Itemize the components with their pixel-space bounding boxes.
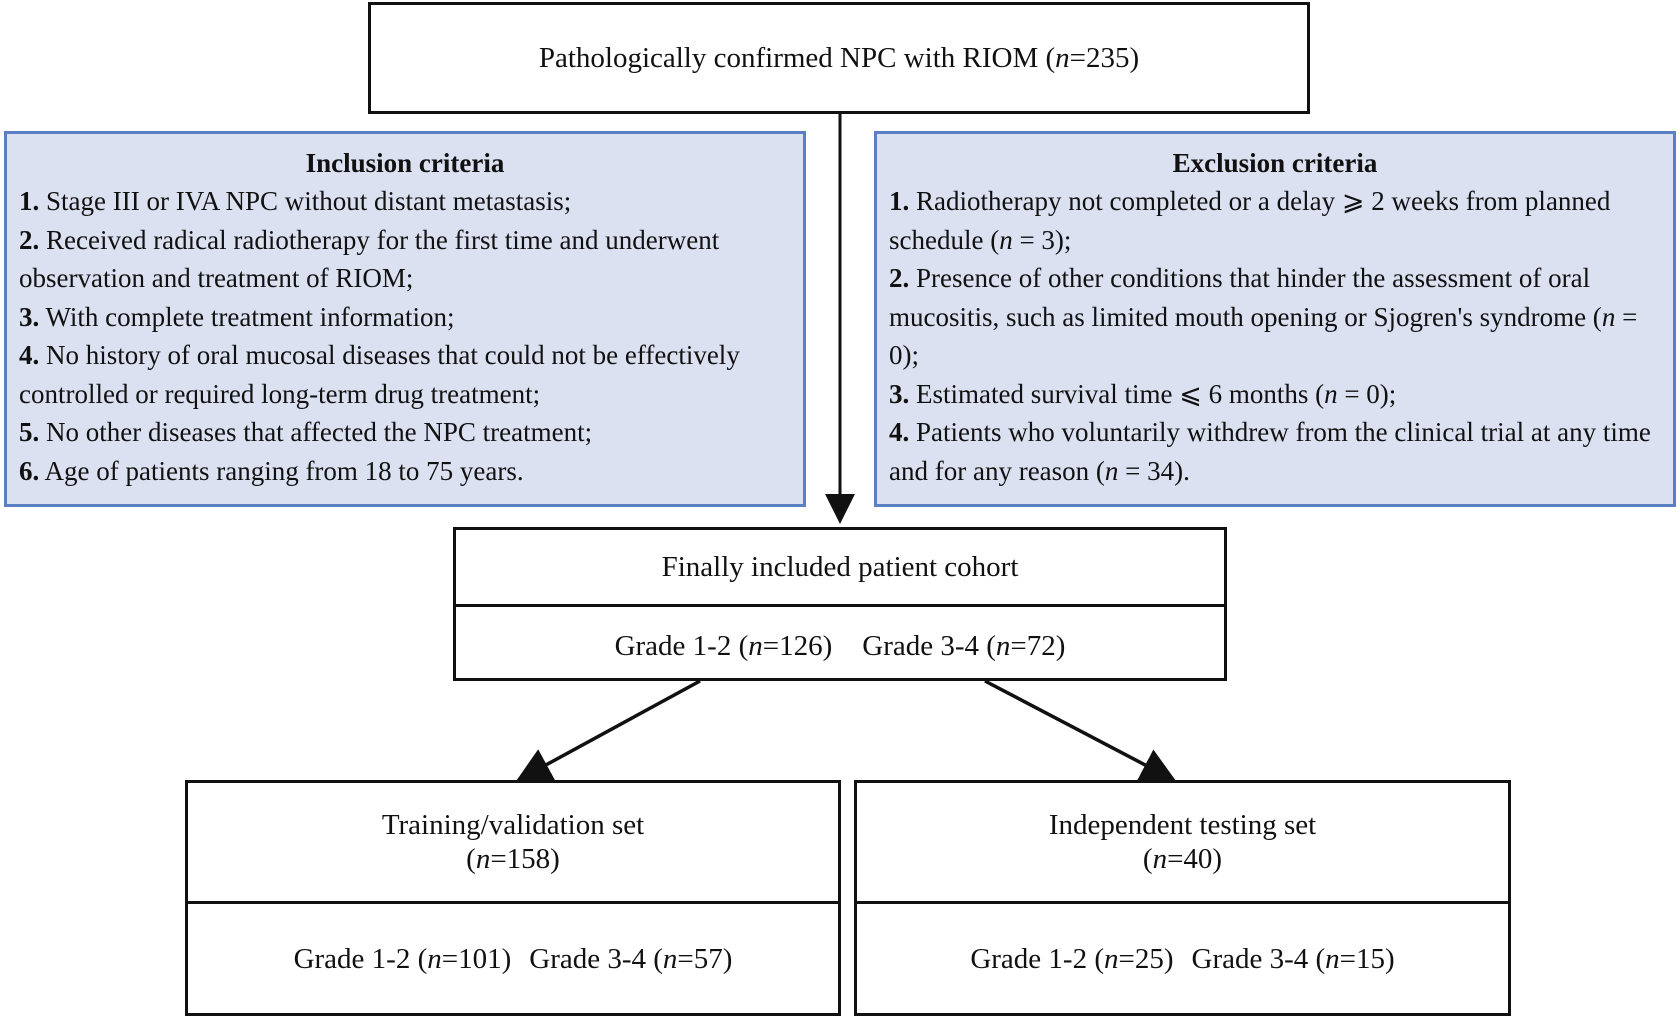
cohort-grade-1-2: Grade 1-2 (n=126): [615, 629, 833, 663]
inclusion-item-4: 4. No history of oral mucosal diseases t…: [19, 336, 791, 413]
training-grade-3-4: Grade 3-4 (n=57): [529, 942, 732, 976]
inclusion-text-3: With complete treatment information;: [39, 301, 455, 332]
exclusion-n-1: n: [999, 224, 1013, 255]
testing-g34-prefix: Grade 3-4 (: [1191, 942, 1326, 975]
inclusion-item-2: 2. Received radical radiotherapy for the…: [19, 221, 791, 298]
training-g34-n: n: [662, 942, 678, 975]
testing-g12-n: n: [1103, 942, 1119, 975]
cohort-g34-n: n: [995, 629, 1011, 662]
testing-grade-3-4: Grade 3-4 (n=15): [1192, 942, 1395, 976]
testing-title-cell: Independent testing set (n=40): [857, 783, 1508, 901]
inclusion-text-2: Received radical radiotherapy for the fi…: [19, 224, 720, 294]
exclusion-text-2: Presence of other conditions that hinder…: [889, 263, 1602, 332]
cohort-g12-suffix: =126): [762, 629, 833, 662]
cohort-g34-suffix: =72): [1010, 629, 1066, 662]
exclusion-item-4: 4. Patients who voluntarily withdrew fro…: [889, 413, 1661, 490]
exclusion-num-4: 4.: [889, 417, 910, 447]
training-g34-suffix: =57): [677, 942, 733, 975]
exclusion-n-3: n: [1324, 378, 1338, 409]
testing-g34-suffix: =15): [1339, 942, 1395, 975]
exclusion-text-3: Estimated survival time ⩽ 6 months (: [909, 378, 1325, 409]
cohort-grade-3-4: Grade 3-4 (n=72): [862, 629, 1065, 663]
training-count-n: n: [475, 843, 491, 875]
training-count-prefix: (: [466, 843, 476, 875]
training-title-cell: Training/validation set (n=158): [188, 783, 838, 901]
testing-grade-1-2: Grade 1-2 (n=25): [970, 942, 1173, 976]
training-g12-prefix: Grade 1-2 (: [293, 942, 428, 975]
exclusion-text-1: Radiotherapy not completed or a delay ⩾ …: [889, 186, 1611, 255]
inclusion-num-6: 6.: [19, 455, 40, 486]
inclusion-criteria-box: Inclusion criteria 1. Stage III or IVA N…: [4, 131, 806, 507]
inclusion-num-2: 2.: [19, 224, 40, 255]
inclusion-text-4: No history of oral mucosal diseases that…: [19, 340, 740, 409]
training-count: (n=158): [466, 842, 560, 876]
inclusion-text-1: Stage III or IVA NPC without distant met…: [39, 186, 572, 216]
training-grades-cell: Grade 1-2 (n=101) Grade 3-4 (n=57): [188, 901, 838, 1013]
exclusion-count-2: = 0);: [889, 301, 1638, 371]
source-population-label: Pathologically confirmed NPC with RIOM (…: [539, 41, 1139, 75]
included-cohort-box: Finally included patient cohort Grade 1-…: [453, 527, 1227, 681]
inclusion-num-3: 3.: [19, 301, 40, 332]
source-suffix: =235): [1069, 42, 1140, 74]
exclusion-criteria-box: Exclusion criteria 1. Radiotherapy not c…: [874, 131, 1676, 507]
inclusion-num-1: 1.: [19, 186, 40, 216]
inclusion-criteria-title: Inclusion criteria: [305, 148, 505, 178]
inclusion-item-1: 1. Stage III or IVA NPC without distant …: [19, 182, 791, 221]
cohort-g12-n: n: [748, 629, 763, 662]
inclusion-item-3: 3. With complete treatment information;: [19, 298, 791, 337]
cohort-g12-prefix: Grade 1-2 (: [614, 629, 749, 662]
exclusion-num-3: 3.: [889, 378, 910, 409]
testing-count-suffix: =40): [1167, 843, 1223, 875]
arrow-cohort-to-training: [515, 679, 701, 782]
exclusion-num-1: 1.: [889, 186, 910, 216]
inclusion-num-5: 5.: [19, 417, 40, 447]
exclusion-item-1: 1. Radiotherapy not completed or a delay…: [889, 182, 1661, 259]
exclusion-criteria-title: Exclusion criteria: [1172, 148, 1378, 178]
source-prefix: Pathologically confirmed NPC with RIOM (: [538, 42, 1056, 74]
training-grade-1-2: Grade 1-2 (n=101): [294, 942, 512, 976]
arrow-cohort-to-testing: [984, 679, 1177, 782]
training-title: Training/validation set: [381, 809, 645, 841]
testing-grades-cell: Grade 1-2 (n=25) Grade 3-4 (n=15): [857, 901, 1508, 1013]
training-count-suffix: =158): [490, 843, 560, 875]
inclusion-text-6: Age of patients ranging from 18 to 75 ye…: [39, 455, 524, 486]
source-n: n: [1055, 42, 1070, 74]
testing-count-n: n: [1152, 843, 1168, 875]
cohort-g34-prefix: Grade 3-4 (: [862, 629, 996, 662]
inclusion-item-6: 6. Age of patients ranging from 18 to 75…: [19, 452, 791, 491]
testing-count: (n=40): [1143, 842, 1222, 876]
inclusion-text-5: No other diseases that affected the NPC …: [39, 417, 593, 447]
exclusion-item-2: 2. Presence of other conditions that hin…: [889, 259, 1661, 375]
exclusion-text-4: Patients who voluntarily withdrew from t…: [889, 417, 1651, 486]
testing-g34-n: n: [1325, 942, 1340, 975]
source-population-box: Pathologically confirmed NPC with RIOM (…: [368, 2, 1310, 114]
exclusion-n-4: n: [1104, 455, 1119, 486]
exclusion-n-2: n: [1601, 301, 1616, 332]
exclusion-count-4: = 34).: [1118, 455, 1190, 486]
exclusion-count-1: = 3);: [1012, 224, 1072, 255]
cohort-title-cell: Finally included patient cohort: [456, 530, 1224, 604]
testing-g12-prefix: Grade 1-2 (: [970, 942, 1104, 975]
exclusion-count-3: = 0);: [1337, 378, 1397, 409]
training-g34-prefix: Grade 3-4 (: [529, 942, 663, 975]
inclusion-item-5: 5. No other diseases that affected the N…: [19, 413, 791, 452]
training-validation-box: Training/validation set (n=158) Grade 1-…: [185, 780, 841, 1016]
inclusion-num-4: 4.: [19, 340, 40, 370]
testing-count-prefix: (: [1142, 843, 1153, 875]
cohort-title: Finally included patient cohort: [661, 551, 1019, 583]
testing-g12-suffix: =25): [1118, 942, 1174, 975]
cohort-grades-cell: Grade 1-2 (n=126) Grade 3-4 (n=72): [456, 604, 1224, 678]
training-g12-n: n: [427, 942, 442, 975]
testing-title: Independent testing set: [1048, 809, 1317, 841]
exclusion-item-3: 3. Estimated survival time ⩽ 6 months (n…: [889, 375, 1661, 414]
training-g12-suffix: =101): [441, 942, 512, 975]
exclusion-num-2: 2.: [889, 263, 910, 293]
independent-testing-box: Independent testing set (n=40) Grade 1-2…: [854, 780, 1511, 1016]
